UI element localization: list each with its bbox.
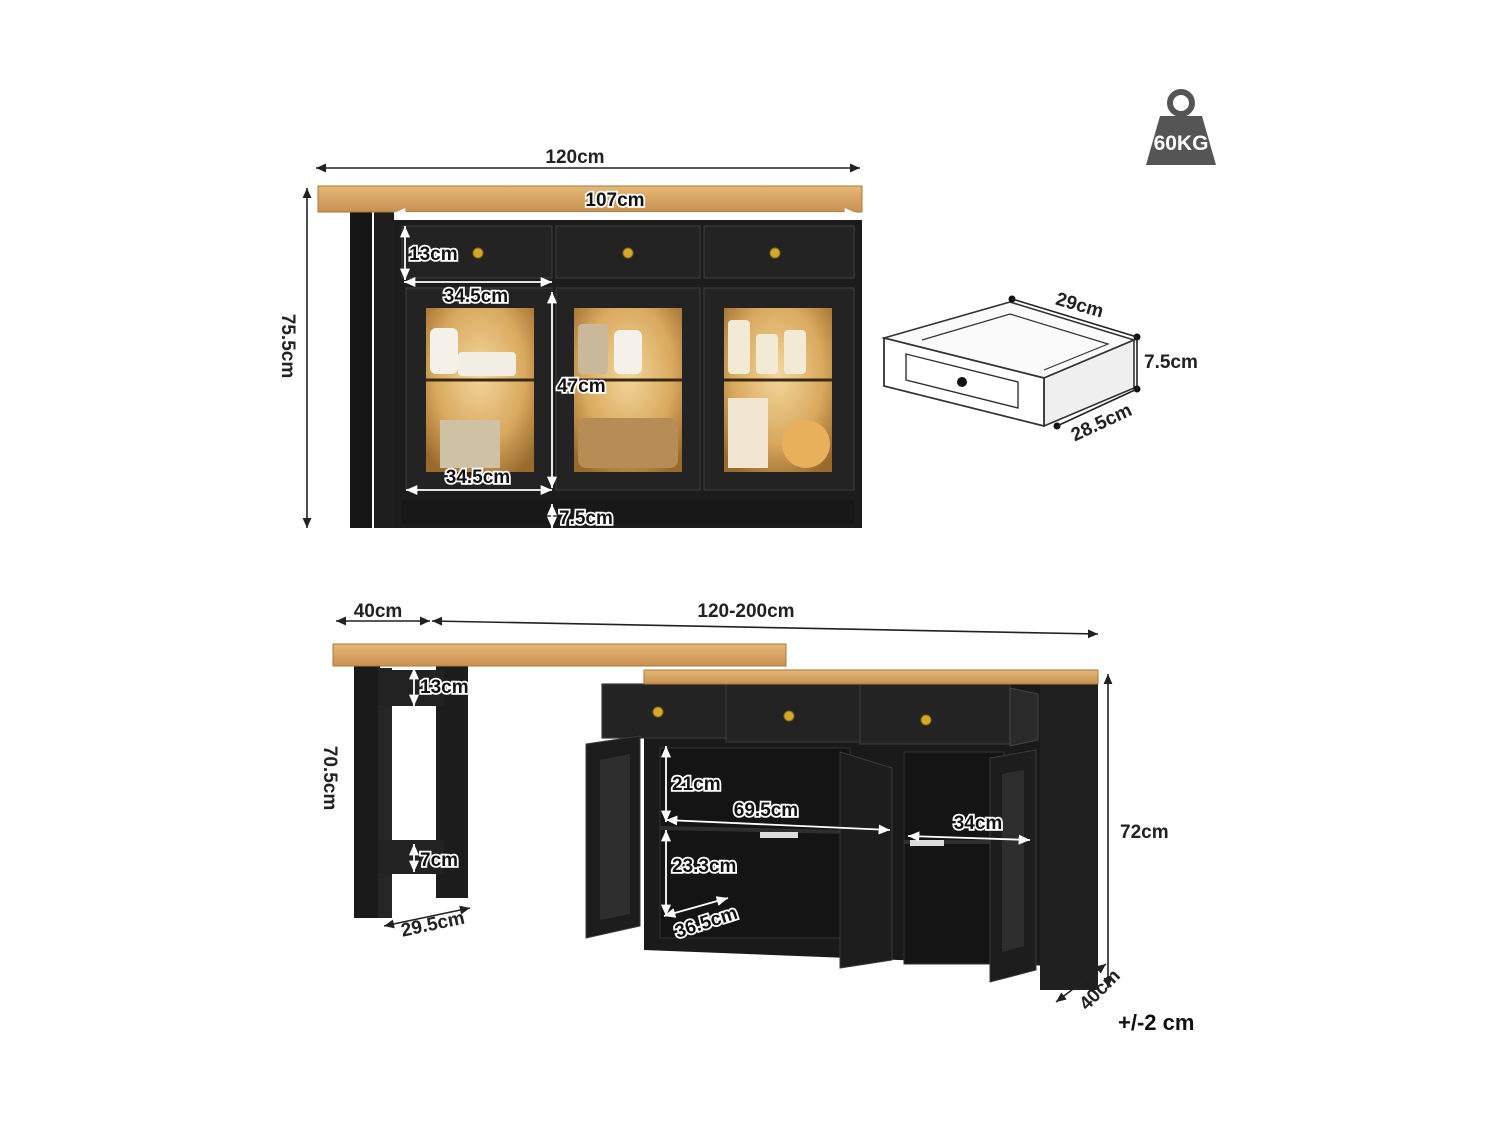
extended-wood-top [332, 643, 1099, 685]
weight-icon [1146, 89, 1216, 165]
dim-total-width: 120cm [545, 147, 604, 168]
glass-door [703, 287, 855, 491]
dim-drawer-detail-height: 7.5cm [1144, 352, 1198, 373]
side-leg-panel [350, 210, 372, 528]
dim-shelf-bottom: 23.3cm [672, 856, 736, 877]
tolerance-note: +/-2 cm [1118, 1010, 1194, 1035]
cabinet-side-panel [1040, 672, 1098, 990]
glass-door [555, 287, 701, 491]
hinge [910, 840, 944, 846]
drawer-knob [622, 247, 634, 259]
dim-drawer-height: 13cm [409, 244, 458, 265]
dim-extended-length: 120-200cm [697, 601, 794, 622]
extended-view-leg [354, 664, 468, 918]
dim-leg-depth: 29.5cm [399, 908, 466, 942]
dim-leg-top-gap: 13cm [420, 677, 469, 698]
dim-base-height: 7.5cm [559, 508, 613, 529]
drawer-knob [783, 710, 795, 722]
drawer [601, 683, 727, 739]
glass-door-open [839, 751, 893, 969]
leg-post [354, 664, 380, 918]
side-leg-panel [374, 210, 394, 528]
glass-door [405, 287, 553, 491]
weight-badge: 60KG [1146, 89, 1216, 165]
dim-drawer-width: 34.5cm [444, 286, 508, 307]
dim-cabinet-height: 72cm [1120, 822, 1169, 843]
front-view-cabinet [317, 185, 863, 528]
drawer-knob [472, 247, 484, 259]
drawer-knob [652, 706, 664, 718]
dim-inner-width: 107cm [585, 190, 644, 211]
open-drawer-side [1009, 687, 1039, 747]
dim-side-width: 34cm [954, 813, 1003, 834]
dim-height: 75.5cm [277, 314, 298, 378]
hinge [760, 832, 798, 838]
dim-door-height: 47cm [557, 376, 606, 397]
cabinet-interior [903, 751, 1005, 965]
extended-view-cabinet [585, 672, 1098, 990]
dim-shelf-width: 69.5cm [734, 800, 798, 821]
drawer-detail [880, 295, 1141, 430]
drawer-detail-knob [957, 377, 967, 387]
front-view-dimensions: 120cm 107cm 75.5cm 13cm 34.5cm 47cm 34.5… [277, 147, 860, 531]
drawer-knob [769, 247, 781, 259]
base-rail [402, 500, 854, 524]
weight-label: 60KG [1154, 132, 1209, 155]
dim-door-width: 34.5cm [446, 467, 510, 488]
dim-leg-bottom-gap: 7cm [420, 850, 458, 871]
drawer-knob [920, 714, 932, 726]
drawer [859, 683, 1011, 745]
dim-leg-height: 70.5cm [319, 746, 340, 810]
dim-shelf-top: 21cm [672, 774, 721, 795]
dim-leg-width: 40cm [354, 601, 403, 622]
